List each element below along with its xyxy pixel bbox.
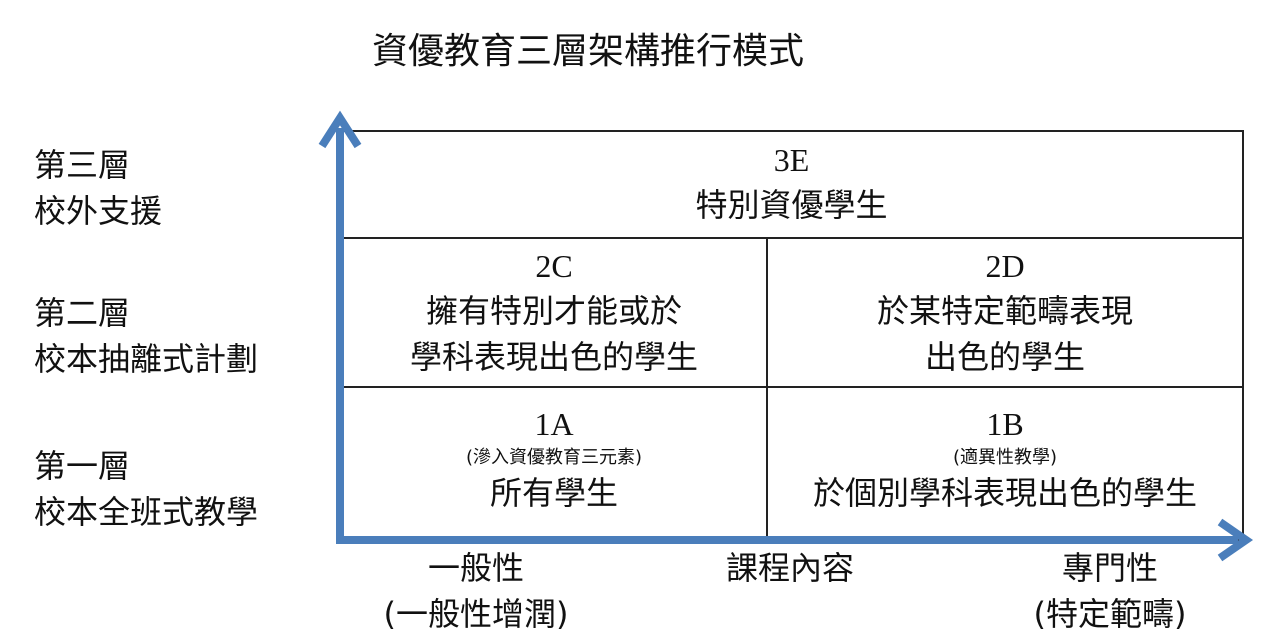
x-axis-title: 課程內容: [690, 545, 890, 591]
level-3-name: 第三層: [34, 146, 131, 184]
cell-2c-line1: 擁有特別才能或於: [425, 292, 682, 330]
level-2-name: 第二層: [34, 294, 131, 332]
level-3-desc: 校外支援: [34, 192, 163, 230]
diagram-title: 資優教育三層架構推行模式: [372, 31, 805, 72]
level-2-label: 第二層 校本抽離式計劃: [34, 290, 258, 382]
x-axis-arrow-icon: [1217, 518, 1254, 562]
cell-1b-note: (適異性教學): [952, 447, 1058, 468]
cell-3e: 3E 特別資優學生: [344, 138, 1239, 228]
x-axis: [336, 518, 1254, 562]
level-3-label: 第三層 校外支援: [34, 142, 162, 234]
cell-2d-line2: 出色的學生: [924, 338, 1085, 376]
x-axis-left-label-main: 一般性: [427, 549, 524, 587]
cell-1b: 1B (適異性教學) 於個別學科表現出色的學生: [770, 402, 1240, 516]
y-axis: [318, 110, 362, 540]
x-axis-left-label-sub: (一般性增潤): [383, 595, 569, 633]
x-axis-left-label: 一般性 (一般性增潤): [356, 545, 596, 637]
cell-2c-code: 2C: [535, 248, 573, 284]
cell-1b-code: 1B: [986, 406, 1024, 442]
cell-3e-desc: 特別資優學生: [695, 186, 888, 224]
cell-2c-line2: 學科表現出色的學生: [409, 338, 698, 376]
level-1-desc: 校本全班式教學: [34, 493, 259, 531]
level-1-name: 第一層: [34, 447, 131, 485]
y-axis-arrow-icon: [318, 110, 362, 149]
level-1-label: 第一層 校本全班式教學: [34, 443, 258, 535]
cell-1a-note: (滲入資優教育三元素): [465, 447, 643, 468]
x-axis-right-label: 專門性 (特定範疇): [1000, 545, 1220, 637]
cell-2d-code: 2D: [985, 248, 1025, 284]
x-axis-right-label-main: 專門性: [1061, 549, 1158, 587]
cell-2d-line1: 於某特定範疇表現: [876, 292, 1133, 330]
cell-3e-code: 3E: [773, 142, 810, 178]
cell-1a-desc: 所有學生: [489, 474, 618, 512]
cell-1a: 1A (滲入資優教育三元素) 所有學生: [344, 402, 764, 516]
x-axis-right-label-sub: (特定範疇): [1033, 595, 1187, 633]
cell-1a-code: 1A: [534, 406, 574, 442]
level-2-desc: 校本抽離式計劃: [34, 340, 259, 378]
x-axis-title-text: 課程內容: [725, 549, 854, 587]
cell-2d: 2D 於某特定範疇表現 出色的學生: [770, 244, 1240, 380]
cell-2c: 2C 擁有特別才能或於 學科表現出色的學生: [344, 244, 764, 380]
cell-1b-desc: 於個別學科表現出色的學生: [812, 474, 1197, 512]
